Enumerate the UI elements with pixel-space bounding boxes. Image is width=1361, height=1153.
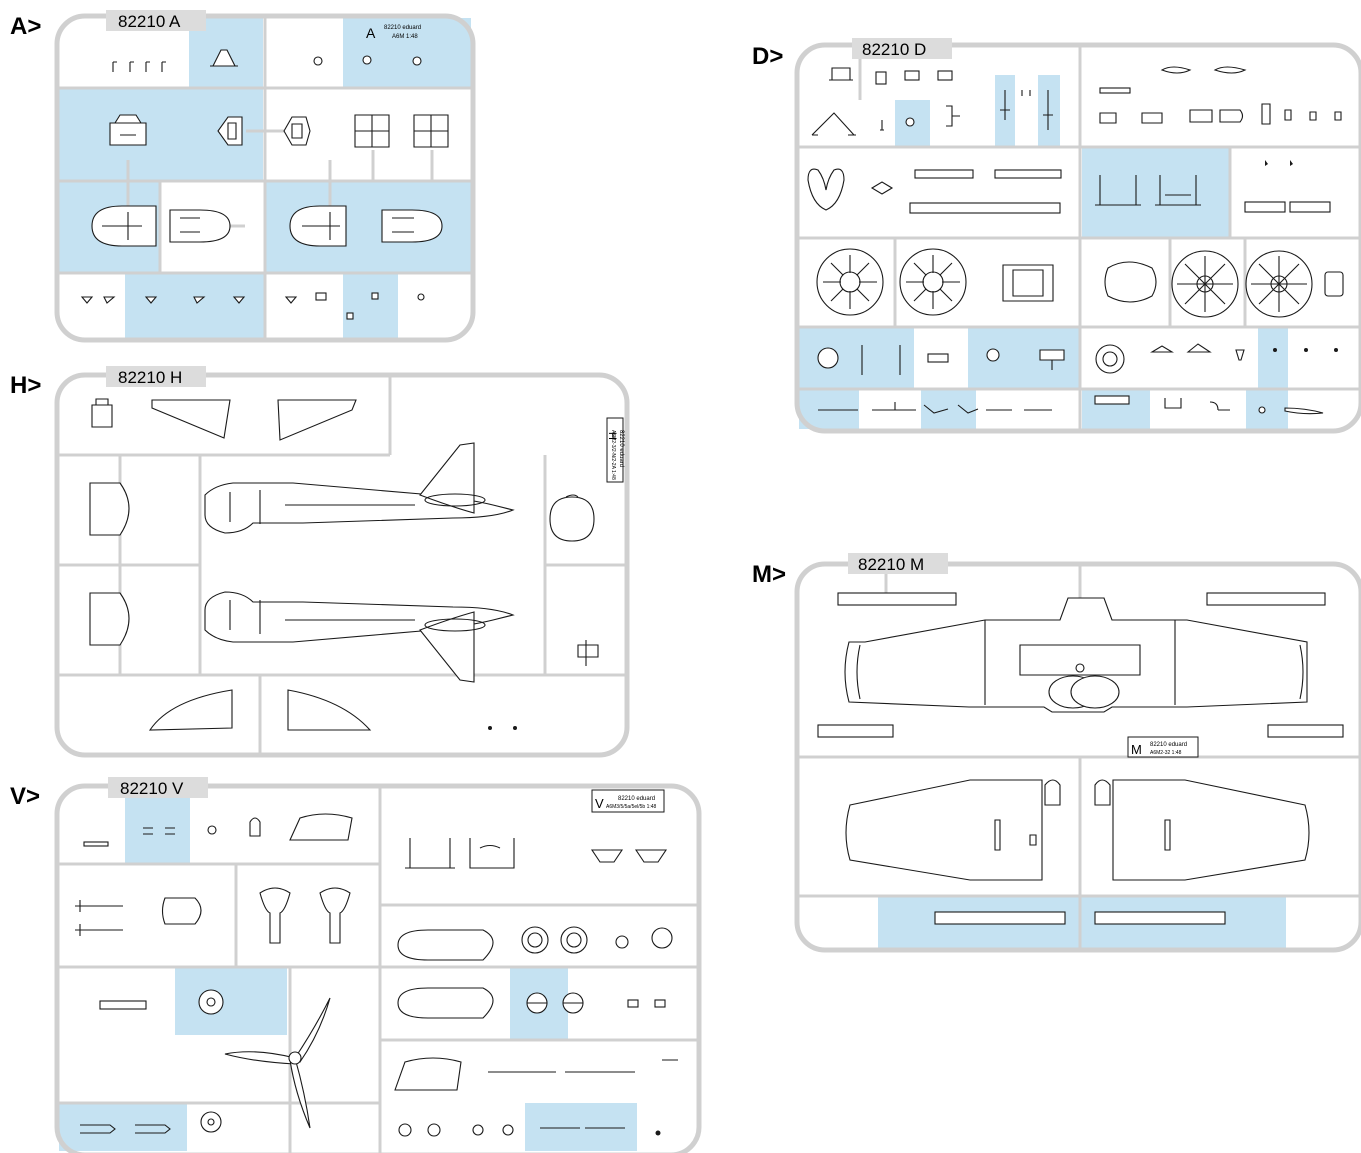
sprue-m-flap-mid-right (1267, 724, 1344, 738)
sprue-d-code: 82210 D (862, 40, 926, 59)
sprue-h-fuselage-right (204, 591, 515, 683)
sprue-h-tag-letter: H (606, 432, 618, 440)
sprue-a-tag-line2: A6M 1:48 (392, 34, 418, 40)
sprue-v-tag-line2: A6M3/5/5a/5el/5b 1:48 (606, 804, 657, 810)
sprue-v-frames (405, 838, 515, 869)
sprue-m-flap-mid-left (817, 724, 894, 738)
sprue-d-engine-3 (1171, 250, 1239, 318)
sprue-d-cowl-front (1104, 261, 1157, 303)
sprue-h-tag-line1: 82210 eduard (618, 430, 624, 467)
sprue-d-engine-2 (899, 248, 967, 316)
sprue-m-flap-top-left (837, 592, 957, 606)
sprue-v-drop-tank-lower (397, 987, 494, 1019)
sprue-v: V 82210 eduard A6M3/5/5a/5el/5b 1:48 (54, 783, 702, 1153)
sprue-a-marker: A> (10, 13, 41, 40)
sprue-a-floor-right (169, 209, 231, 243)
sprue-v-drop-tank-upper (397, 929, 494, 961)
sprue-v-canopy-frame (289, 813, 353, 841)
sprue-h-marker: H> (10, 372, 41, 399)
sprue-h-rudder-left (151, 399, 231, 439)
sprue-a (54, 13, 476, 343)
sprue-m-flap-bottom-left (934, 911, 1066, 925)
sprue-h-block (91, 398, 113, 428)
sprue-d-strut-a (811, 112, 856, 136)
sprue-a-tag-line1: 82210 eduard (384, 25, 421, 31)
sprue-m-flap-bottom-right (1094, 911, 1226, 925)
sprue-d (794, 42, 1361, 434)
sprue-h: 82210 eduard A6M2-3/2-N/2-2A 1:48 (54, 372, 630, 758)
sprue-h-rudder-right (277, 399, 357, 441)
sprue-a-seat (217, 116, 243, 146)
sprue-d-marker: D> (752, 43, 783, 70)
sprue-m-tag-letter: M (1131, 742, 1142, 757)
sprue-h-code: 82210 H (118, 368, 182, 387)
sprue-h-cowl-panel-2 (89, 592, 130, 646)
sprue-d-engine-4 (1245, 250, 1313, 318)
sprue-a-cockpit-tub (109, 114, 147, 146)
sprue-d-bracket-gear (807, 168, 845, 211)
sprue-h-frame (54, 372, 630, 758)
sprue-m-wing-lower-right (1112, 779, 1310, 881)
sprue-m-tag-line1: 82210 eduard (1150, 742, 1187, 748)
sprue-d-gearbox (1002, 264, 1054, 302)
sprue-d-engine-1 (816, 248, 884, 316)
sprue-v-marker: V> (10, 783, 40, 810)
sprue-m-center-wing (844, 597, 1308, 713)
sprue-v-oleo-left (259, 887, 291, 944)
sprue-a-floor-left (91, 205, 157, 247)
sprue-h-ring (549, 494, 595, 542)
sprue-a-panel-2 (413, 114, 449, 148)
sprue-v-tag-line1: 82210 eduard (618, 796, 655, 802)
sprue-h-fuselage-left (204, 442, 515, 534)
sprue-m-wing-lower-left (845, 779, 1043, 881)
sprue-v-canopy-rear (394, 1057, 462, 1091)
sprue-v-oleo-right (319, 887, 351, 944)
sprue-d-bracket-1 (829, 67, 853, 81)
sprue-v-propeller (224, 997, 331, 1129)
sprue-a-tag-letter: A (366, 25, 376, 41)
sprue-v-code: 82210 V (120, 779, 184, 798)
sprue-a-panel-1 (354, 114, 390, 148)
sprue-h-cowl-panel-1 (89, 482, 130, 536)
sprue-a-floor-left-2 (289, 205, 347, 247)
sprue-m-code: 82210 M (858, 555, 924, 574)
sprue-m-tag-line2: A6M2-32 1:48 (1150, 750, 1182, 756)
sprue-a-code: 82210 A (118, 12, 181, 31)
sprue-d-frame-part-1 (1095, 175, 1141, 206)
sprue-a-triangle-parts (80, 296, 298, 304)
sprue-h-fitting (577, 640, 599, 666)
sprue-a-seat-frame (210, 49, 238, 67)
sprue-v-tag-letter: V (595, 796, 604, 811)
sprue-a-small-pins (112, 61, 166, 72)
sprue-h-elevator-right (287, 689, 372, 731)
sprue-h-elevator-left (148, 689, 233, 731)
sprue-a-floor-right-2 (381, 209, 443, 243)
sprue-v-frame (54, 783, 702, 1153)
sprue-m-flap-top-right (1206, 592, 1326, 606)
sprue-m: M 82210 eduard A6M2-32 1:48 (794, 561, 1361, 953)
sprue-m-marker: M> (752, 561, 786, 588)
sprue-d-long-rail (909, 202, 1061, 214)
sprue-d-frame-part-2 (1155, 175, 1201, 206)
sprue-d-small-blocks (1099, 112, 1163, 124)
sprue-h-tag-line2: A6M2-3/2-N/2-2A 1:48 (610, 430, 616, 480)
sprue-a-seat-back (283, 116, 311, 146)
